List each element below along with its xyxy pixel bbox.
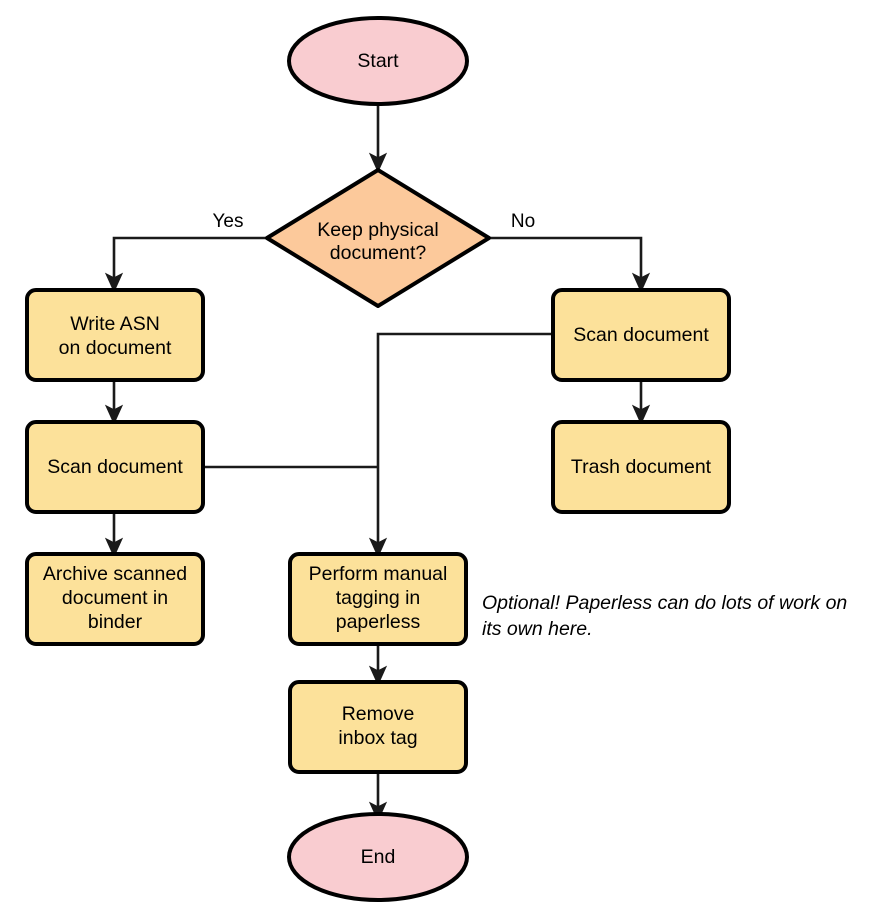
- optional-note-line1: Optional! Paperless can do lots of work …: [482, 592, 847, 614]
- end-ellipse: [287, 812, 469, 902]
- scan-document-left-box: [25, 420, 205, 514]
- start-ellipse: [287, 16, 469, 106]
- decision-diamond: [265, 168, 491, 308]
- tagging-label-line1: Perform manual: [309, 563, 448, 585]
- remove-inbox-label-line1: Remove: [342, 703, 415, 725]
- edge-label-yes: Yes: [213, 211, 244, 232]
- scan-document-right-label: Scan document: [573, 324, 709, 346]
- tagging-label-line3: paperless: [336, 611, 421, 633]
- node-decision-keep-physical-document[interactable]: Keep physical document?: [265, 168, 491, 308]
- write-asn-label-line1: Write ASN: [70, 313, 160, 335]
- optional-note-line2: its own here.: [482, 618, 593, 640]
- node-perform-manual-tagging[interactable]: Perform manual tagging in paperless: [288, 552, 468, 646]
- annotation-optional-note: Optional! Paperless can do lots of work …: [482, 592, 847, 640]
- remove-inbox-box: [288, 680, 468, 774]
- edge-decision-yes-to-write-asn: [104, 236, 266, 293]
- node-start[interactable]: Start: [287, 16, 469, 106]
- node-scan-document-left[interactable]: Scan document: [25, 420, 205, 514]
- trash-document-box: [551, 420, 731, 514]
- archive-label-line3: binder: [88, 611, 143, 633]
- node-scan-document-right[interactable]: Scan document: [551, 288, 731, 382]
- archive-label-line2: document in: [62, 587, 168, 609]
- archive-label-line1: Archive scanned: [43, 563, 187, 585]
- write-asn-label-line2: on document: [59, 337, 172, 359]
- decision-label-line1: Keep physical: [317, 219, 438, 241]
- scan-document-right-box: [551, 288, 731, 382]
- trash-document-label: Trash document: [571, 456, 712, 478]
- edge-label-no: No: [511, 211, 535, 232]
- tagging-label-line2: tagging in: [336, 587, 421, 609]
- decision-label-line2: document?: [330, 242, 427, 264]
- node-trash-document[interactable]: Trash document: [551, 420, 731, 514]
- node-remove-inbox-tag[interactable]: Remove inbox tag: [288, 680, 468, 774]
- archive-box: [25, 552, 205, 646]
- edge-scan-right-to-tagging: [368, 332, 553, 558]
- node-write-asn[interactable]: Write ASN on document: [25, 288, 205, 382]
- scan-document-left-label: Scan document: [47, 456, 183, 478]
- write-asn-box: [25, 288, 205, 382]
- remove-inbox-label-line2: inbox tag: [338, 727, 417, 749]
- node-end[interactable]: End: [287, 812, 469, 902]
- end-label: End: [361, 846, 396, 868]
- tagging-box: [288, 552, 468, 646]
- start-label: Start: [357, 50, 399, 72]
- node-archive-scanned-document[interactable]: Archive scanned document in binder: [25, 552, 205, 646]
- edge-decision-no-to-scan-right: [490, 236, 651, 293]
